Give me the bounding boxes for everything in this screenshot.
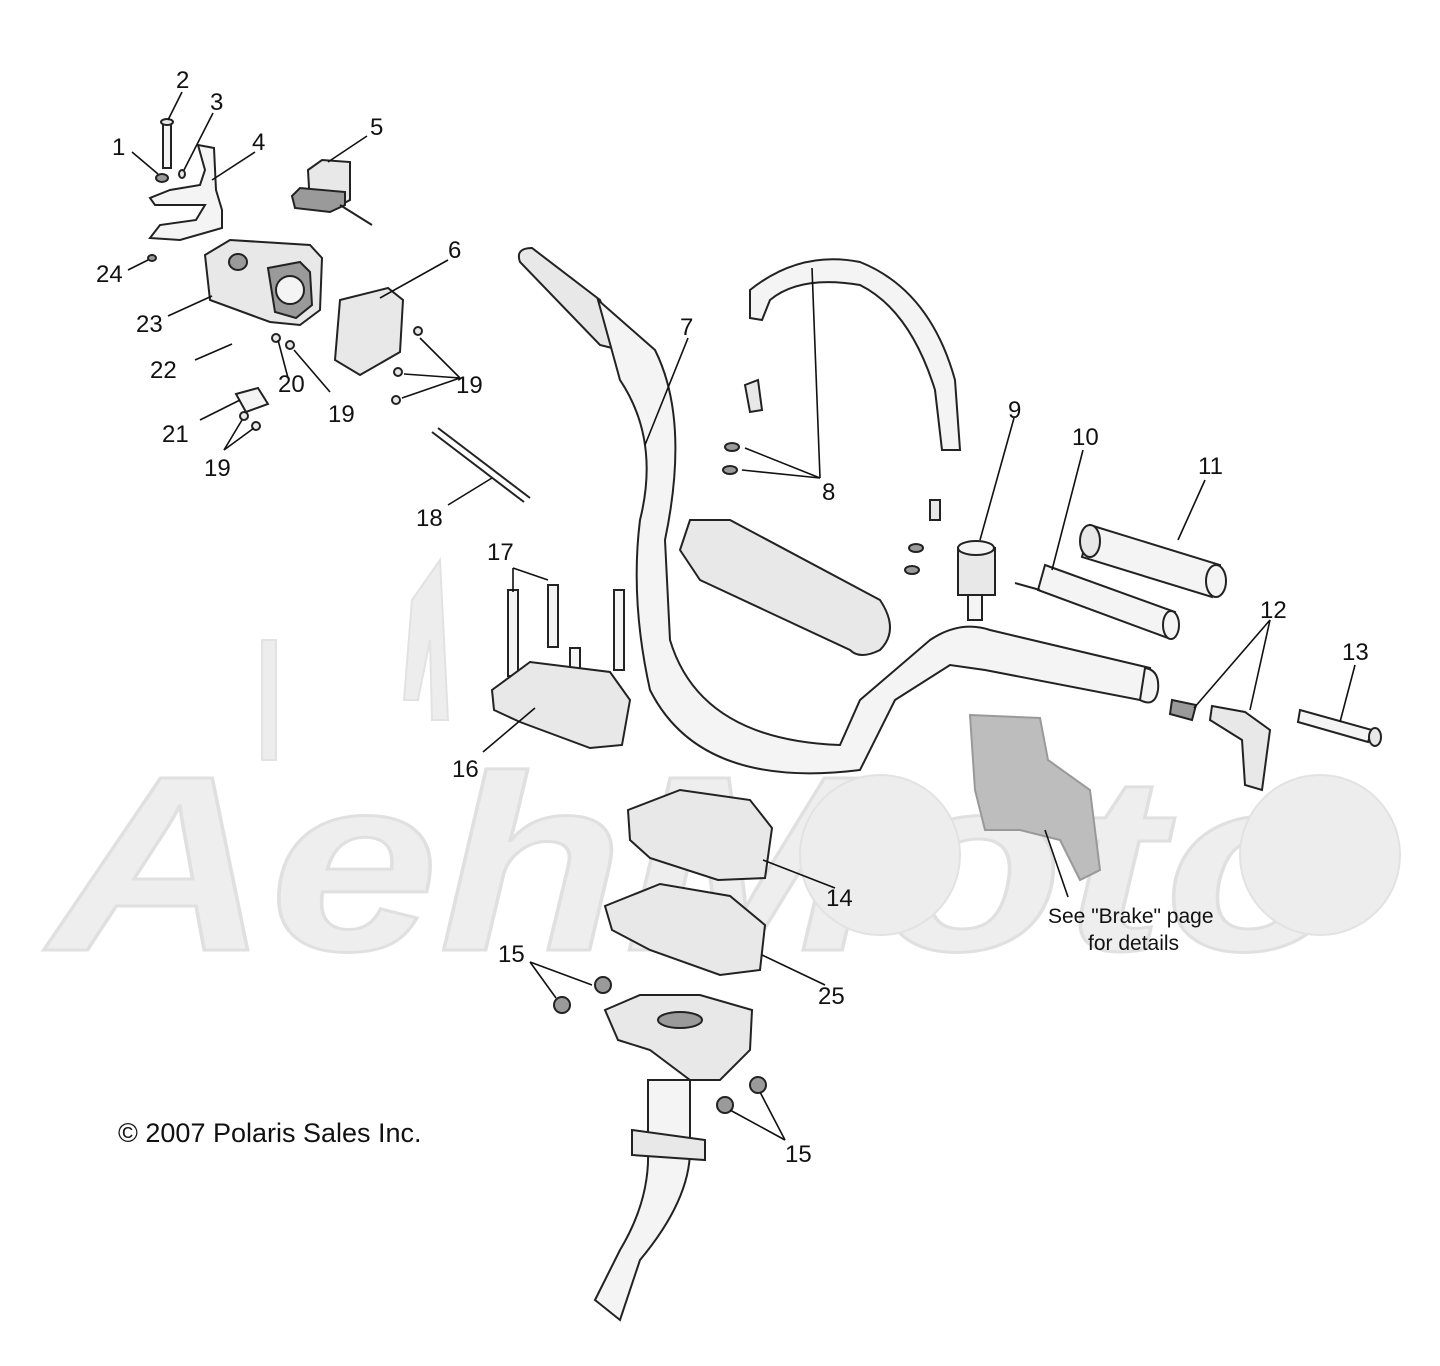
part-23-housing xyxy=(203,238,324,327)
part-6-cover xyxy=(333,286,405,377)
callout-16: 16 xyxy=(452,756,479,783)
callout-8: 8 xyxy=(822,479,835,506)
part-1-washer xyxy=(155,173,169,183)
callout-18: 18 xyxy=(416,505,443,532)
part-12-lever xyxy=(1168,698,1272,792)
callout-19c: 19 xyxy=(204,455,231,482)
brake-assembly xyxy=(968,713,1102,882)
callout-10: 10 xyxy=(1072,424,1099,451)
part-7-handlebar xyxy=(517,246,1160,775)
part-16-clamp xyxy=(490,660,632,750)
brake-note-line2: for details xyxy=(1088,932,1179,955)
callout-1: 1 xyxy=(112,134,125,161)
part-22-cap xyxy=(228,253,248,271)
part-14-clamp xyxy=(626,788,774,882)
callout-13: 13 xyxy=(1342,639,1369,666)
callout-22: 22 xyxy=(150,357,177,384)
callout-numbers: 1 2 3 4 5 6 7 8 9 10 11 12 13 14 15 15 1… xyxy=(96,67,1369,1168)
copyright: © 2007 Polaris Sales Inc. xyxy=(118,1118,422,1148)
part-11-grip xyxy=(1079,523,1227,599)
part-3-pin xyxy=(178,169,186,179)
callout-5: 5 xyxy=(370,114,383,141)
callout-19a: 19 xyxy=(456,372,483,399)
steering-post xyxy=(593,994,754,1322)
part-18-cable xyxy=(437,427,531,499)
part-9-switch xyxy=(957,540,996,621)
part-19-screws xyxy=(239,326,423,431)
part-15-nuts xyxy=(553,976,767,1114)
part-24-screw xyxy=(147,254,157,262)
part-10-sleeve xyxy=(1014,563,1180,640)
callout-24: 24 xyxy=(96,261,123,288)
callout-17: 17 xyxy=(487,539,514,566)
part-4-bracket xyxy=(148,143,223,242)
callout-11: 11 xyxy=(1198,453,1223,480)
callout-19b: 19 xyxy=(328,401,355,428)
brake-note-line1: See "Brake" page xyxy=(1048,905,1214,928)
callout-3: 3 xyxy=(210,89,223,116)
callout-15b: 15 xyxy=(785,1141,812,1168)
leader-lines xyxy=(127,91,1356,1141)
callout-12: 12 xyxy=(1260,597,1287,624)
callout-2: 2 xyxy=(176,67,189,94)
part-21-plate xyxy=(234,386,270,414)
callout-21: 21 xyxy=(162,421,189,448)
callout-14: 14 xyxy=(826,885,853,912)
callout-6: 6 xyxy=(448,237,461,264)
part-2-bolt xyxy=(160,118,174,169)
part-5-switch xyxy=(290,158,373,226)
part-8-cover xyxy=(722,258,962,575)
callout-23: 23 xyxy=(136,311,163,338)
callout-15a: 15 xyxy=(498,941,525,968)
crossbar-pad xyxy=(678,519,891,656)
callout-20: 20 xyxy=(278,371,305,398)
part-25-clamp xyxy=(603,882,767,977)
callout-25: 25 xyxy=(818,983,845,1010)
callout-7: 7 xyxy=(680,314,693,341)
part-13-bolt xyxy=(1296,708,1382,747)
callout-9: 9 xyxy=(1008,397,1021,424)
callout-4: 4 xyxy=(252,129,265,156)
